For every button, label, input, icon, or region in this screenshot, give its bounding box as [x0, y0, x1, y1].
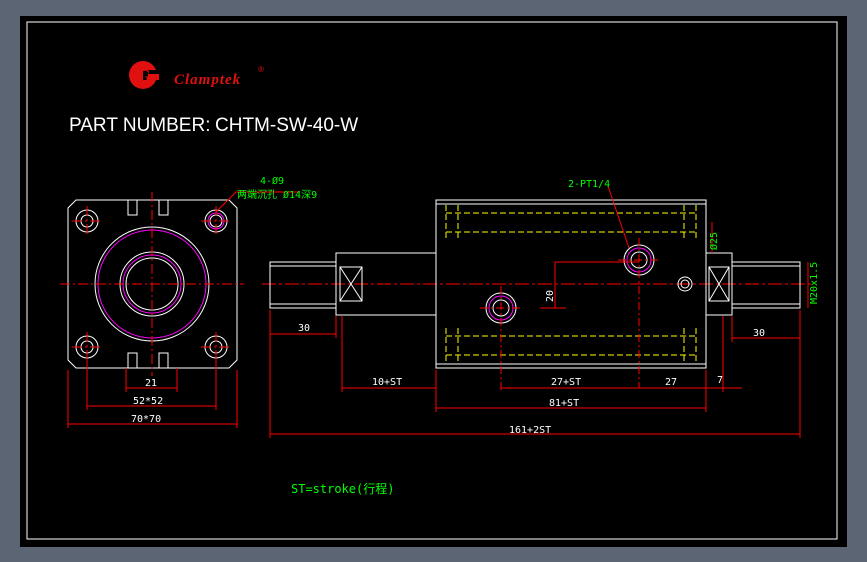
- dim-27: 27: [665, 377, 677, 388]
- part-number-label: PART NUMBER:: [69, 115, 210, 136]
- note-holes: 4-Ø9: [260, 175, 284, 187]
- port-centerlines: [480, 238, 660, 392]
- end-view-accent: [97, 212, 225, 339]
- side-view-dimensions: [269, 185, 809, 438]
- registered-mark: ®: [258, 65, 264, 74]
- logo-letters: G: [137, 66, 151, 86]
- dim-30-left: 30: [298, 323, 310, 334]
- dim-70x70: 70*70: [131, 414, 161, 425]
- stroke-note: ST=stroke(行程): [291, 481, 394, 496]
- end-view-centerlines: [60, 192, 244, 376]
- dim-10st: 10+ST: [372, 377, 402, 388]
- dim-81st: 81+ST: [549, 398, 579, 409]
- dim-161-2st: 161+2ST: [509, 425, 551, 436]
- title-border: [26, 21, 838, 540]
- part-number: CHTM-SW-40-W: [215, 115, 358, 136]
- end-view-dimensions: [67, 191, 300, 428]
- note-port: 2-PT1/4: [568, 179, 610, 190]
- clamptek-logo: G Clamptek ®: [129, 61, 264, 89]
- note-thread: M20x1.5: [809, 262, 820, 304]
- dim-52x52: 52*52: [133, 396, 163, 407]
- note-counterbore: 两端沉孔 Ø14深9: [237, 188, 317, 201]
- side-view-hidden: [445, 205, 697, 363]
- brand-name: Clamptek: [174, 72, 241, 88]
- note-shaft-dia: Ø25: [708, 232, 720, 250]
- dim-30-right: 30: [753, 328, 765, 339]
- dim-20: 20: [545, 290, 556, 302]
- dim-7: 7: [717, 375, 723, 386]
- dim-27st: 27+ST: [551, 377, 581, 388]
- dim-21: 21: [145, 378, 157, 389]
